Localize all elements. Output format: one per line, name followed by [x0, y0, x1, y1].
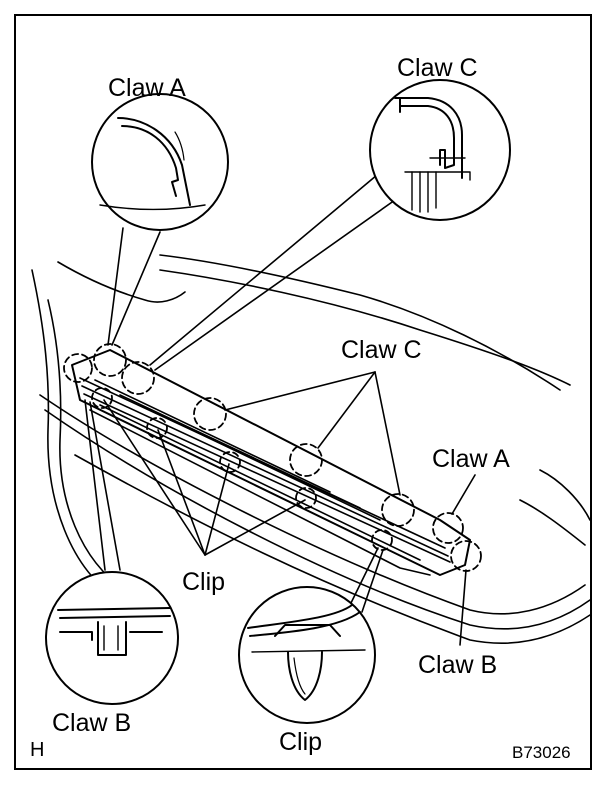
leader-lines: [84, 169, 476, 646]
detail-claw-c: [369, 79, 511, 221]
vehicle-body-lines: [31, 254, 591, 644]
claw-b-left-label: Claw B: [52, 709, 132, 737]
detail-clip: [238, 586, 376, 724]
corner-letter: H: [30, 739, 45, 761]
callout-circles: [63, 343, 482, 572]
claw-a-right-label: Claw A: [432, 445, 510, 473]
detail-claw-a: [91, 93, 229, 231]
scuff-plate: [71, 349, 471, 576]
detail-claw-b: [45, 571, 179, 705]
claw-c-top-label: Claw C: [397, 54, 478, 82]
claw-a-top-label: Claw A: [108, 74, 186, 102]
clip-bottom-label: Clip: [279, 728, 323, 756]
claw-c-mid-label: Claw C: [341, 336, 422, 364]
clip-mid-label: Clip: [182, 568, 226, 596]
claw-b-right-label: Claw B: [418, 651, 498, 679]
figure-code: B73026: [512, 743, 571, 762]
